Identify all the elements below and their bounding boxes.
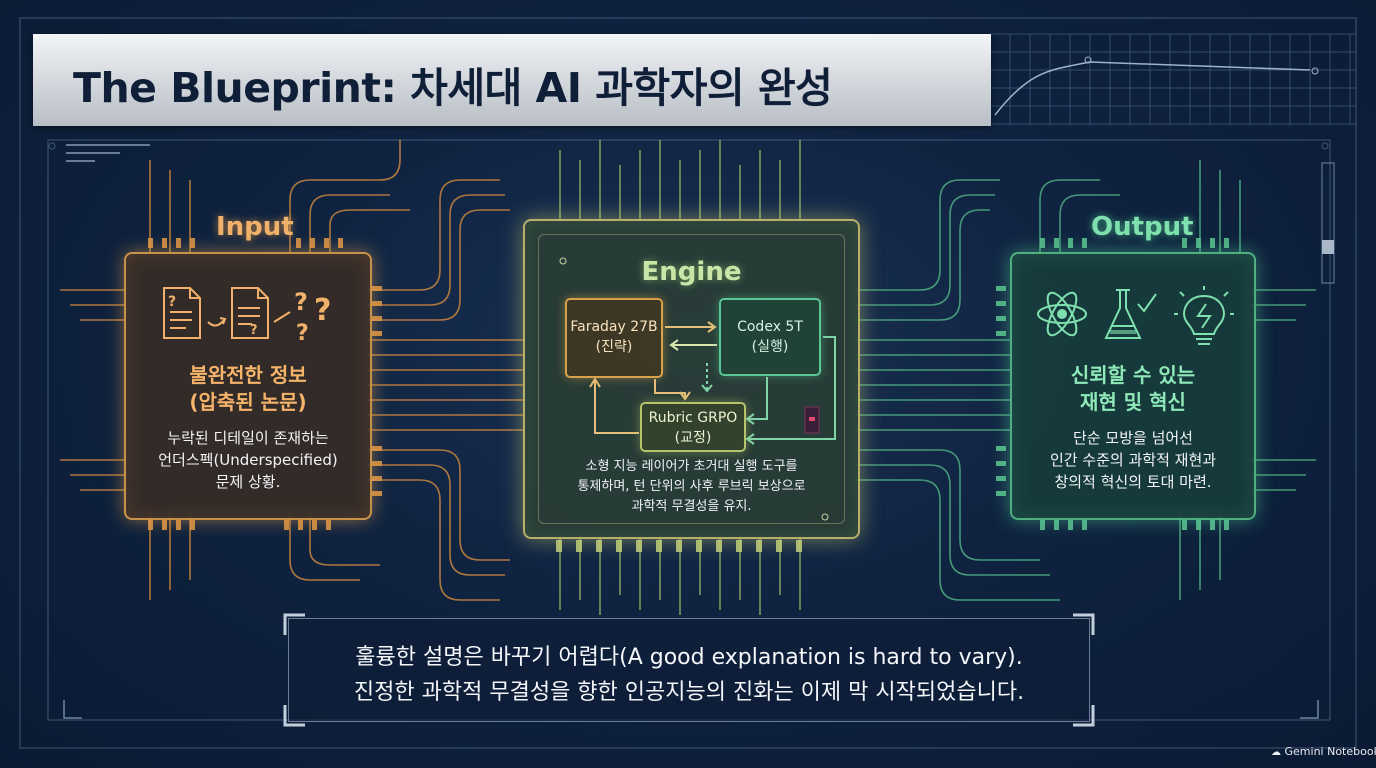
arrow-rubric-to-faraday xyxy=(594,379,639,434)
engine-desc-line: 과학적 무결성을 유지. xyxy=(631,499,752,514)
document-question-icon: ? xyxy=(231,287,269,339)
svg-text:?: ? xyxy=(314,293,331,328)
arrow-loop-to-rubric xyxy=(749,336,836,440)
output-desc-line: 단순 모방을 넘어선 xyxy=(1073,429,1193,447)
quote-line-1: 훌륭한 설명은 바꾸기 어렵다(A good explanation is ha… xyxy=(355,645,1023,670)
input-label: Input xyxy=(216,212,294,242)
svg-text:?: ? xyxy=(168,294,176,310)
input-desc-line: 문제 상황. xyxy=(215,473,281,491)
output-description: 단순 모방을 넘어선 인간 수준의 과학적 재현과 창의적 혁신의 토대 마련. xyxy=(1012,427,1254,493)
lightbulb-icon xyxy=(1174,286,1234,345)
engine-label: Engine xyxy=(641,257,742,287)
arrow-codex-to-rubric xyxy=(749,377,768,420)
codex-node: Codex 5T (실행) xyxy=(719,298,821,376)
engine-desc-line: 통제하며, 턴 단위의 사후 루브릭 보상으로 xyxy=(577,479,806,494)
rubric-name: Rubric GRPO xyxy=(648,410,738,426)
atom-icon xyxy=(1037,291,1087,337)
flask-check-icon xyxy=(1104,289,1157,339)
input-desc-line: 누락된 디테일이 존재하는 xyxy=(167,429,329,447)
engine-description: 소형 지능 레이어가 초거대 실행 도구를 통제하며, 턴 단위의 사후 루브릭… xyxy=(525,457,858,517)
engine-desc-line: 소형 지능 레이어가 초거대 실행 도구를 xyxy=(585,459,798,474)
rubric-node: Rubric GRPO (교정) xyxy=(640,402,746,452)
output-label: Output xyxy=(1091,212,1194,242)
input-desc-line: 언더스펙(Underspecified) xyxy=(158,451,338,469)
quote-corner-brackets xyxy=(283,613,1095,727)
output-desc-line: 창의적 혁신의 토대 마련. xyxy=(1054,473,1212,491)
codex-role: (실행) xyxy=(751,339,789,355)
gemini-logo-icon: ☁ xyxy=(1271,747,1281,758)
arrow-icon xyxy=(207,317,227,327)
document-question-icon: ? xyxy=(163,287,201,339)
page-title: The Blueprint: 차세대 AI 과학자의 완성 xyxy=(73,64,833,112)
input-icons: ? ? ? ? ? xyxy=(163,287,331,346)
arrow-faraday-to-rubric xyxy=(654,379,686,397)
svg-text:?: ? xyxy=(294,288,308,316)
svg-text:?: ? xyxy=(250,323,258,338)
question-marks-icon: ? ? ? xyxy=(273,288,331,346)
faraday-node: Faraday 27B (진략) xyxy=(565,298,663,378)
engine-inner-frame xyxy=(538,234,845,524)
svg-text:?: ? xyxy=(296,321,309,346)
output-panel: 신뢰할 수 있는 재현 및 혁신 단순 모방을 넘어선 인간 수준의 과학적 재… xyxy=(1010,252,1256,520)
input-description: 누락된 디테일이 존재하는 언더스펙(Underspecified) 문제 상황… xyxy=(126,427,370,493)
watermark-text: Gemini Notebook xyxy=(1284,745,1376,758)
faraday-name: Faraday 27B xyxy=(570,319,658,335)
output-heading: 신뢰할 수 있는 재현 및 혁신 xyxy=(1012,362,1254,416)
input-heading-line: (압축된 논문) xyxy=(189,390,307,414)
quote-line-2: 진정한 과학적 무결성을 향한 인공지능의 진화는 이제 막 시작되었습니다. xyxy=(353,680,1025,705)
input-panel: ? ? ? ? ? 불완전한 정보 (압축된 논문) 누락된 디테일이 존재하는… xyxy=(124,252,372,520)
rubric-role: (교정) xyxy=(674,430,712,446)
engine-flow-arrows xyxy=(559,257,836,521)
output-heading-line: 재현 및 혁신 xyxy=(1080,390,1186,414)
output-icons xyxy=(1037,286,1234,345)
title-banner: The Blueprint: 차세대 AI 과학자의 완성 xyxy=(33,34,991,126)
quote-box: 훌륭한 설명은 바꾸기 어렵다(A good explanation is ha… xyxy=(283,613,1095,727)
codex-name: Codex 5T xyxy=(737,319,803,335)
output-heading-line: 신뢰할 수 있는 xyxy=(1070,363,1196,387)
output-desc-line: 인간 수준의 과학적 재현과 xyxy=(1049,451,1217,469)
faraday-role: (진략) xyxy=(595,339,633,355)
input-heading: 불완전한 정보 (압축된 논문) xyxy=(126,362,370,416)
watermark: ☁ Gemini Notebook xyxy=(1271,745,1376,758)
input-heading-line: 불완전한 정보 xyxy=(189,363,307,387)
engine-panel: Engine Faraday 27B (진략) xyxy=(523,219,860,539)
